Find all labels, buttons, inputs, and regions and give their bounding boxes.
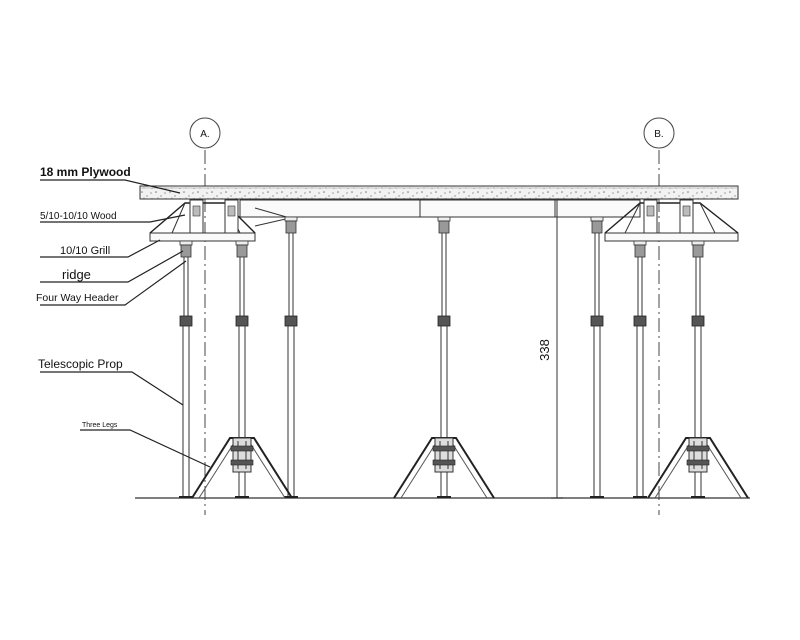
telescopic-prop xyxy=(590,216,604,498)
three-legs-tripod xyxy=(393,437,495,499)
label-ridge: ridge xyxy=(62,267,91,282)
label-plywood: 18 mm Plywood xyxy=(40,165,131,179)
telescopic-prop xyxy=(633,240,647,498)
leader-ridge xyxy=(40,250,184,283)
height-dimension: 338 xyxy=(537,199,563,499)
three-legs-tripod xyxy=(191,437,293,499)
telescopic-prop xyxy=(179,240,193,498)
label-grill: 10/10 Grill xyxy=(60,245,110,257)
leader-wood xyxy=(40,214,186,223)
label-wood: 5/10-10/10 Wood xyxy=(40,211,117,222)
grid-marker-a-label: A. xyxy=(200,129,209,140)
leader-header xyxy=(40,260,187,306)
grid-marker-b-label: B. xyxy=(654,129,663,140)
leader-grill xyxy=(40,239,161,258)
plywood-slab xyxy=(139,185,739,200)
height-dimension-value: 338 xyxy=(537,339,552,361)
grid-marker-b: B. xyxy=(643,117,675,149)
leader-plywood xyxy=(40,179,181,194)
leader-legs xyxy=(80,429,211,468)
grid-marker-a: A. xyxy=(189,117,221,149)
telescopic-prop xyxy=(284,216,298,498)
three-legs-tripod xyxy=(647,437,749,499)
label-legs: Three Legs xyxy=(82,422,118,429)
left-grill-assembly xyxy=(149,199,291,242)
telescopic-prop xyxy=(235,240,249,498)
timber-beam xyxy=(239,199,641,218)
label-prop: Telescopic Prop xyxy=(38,357,123,371)
label-header: Four Way Header xyxy=(36,292,119,304)
leader-lines xyxy=(40,179,211,468)
right-grill-assembly xyxy=(604,199,739,242)
leader-prop xyxy=(40,371,184,406)
props-layer xyxy=(179,216,705,498)
tripods-layer xyxy=(191,437,749,499)
